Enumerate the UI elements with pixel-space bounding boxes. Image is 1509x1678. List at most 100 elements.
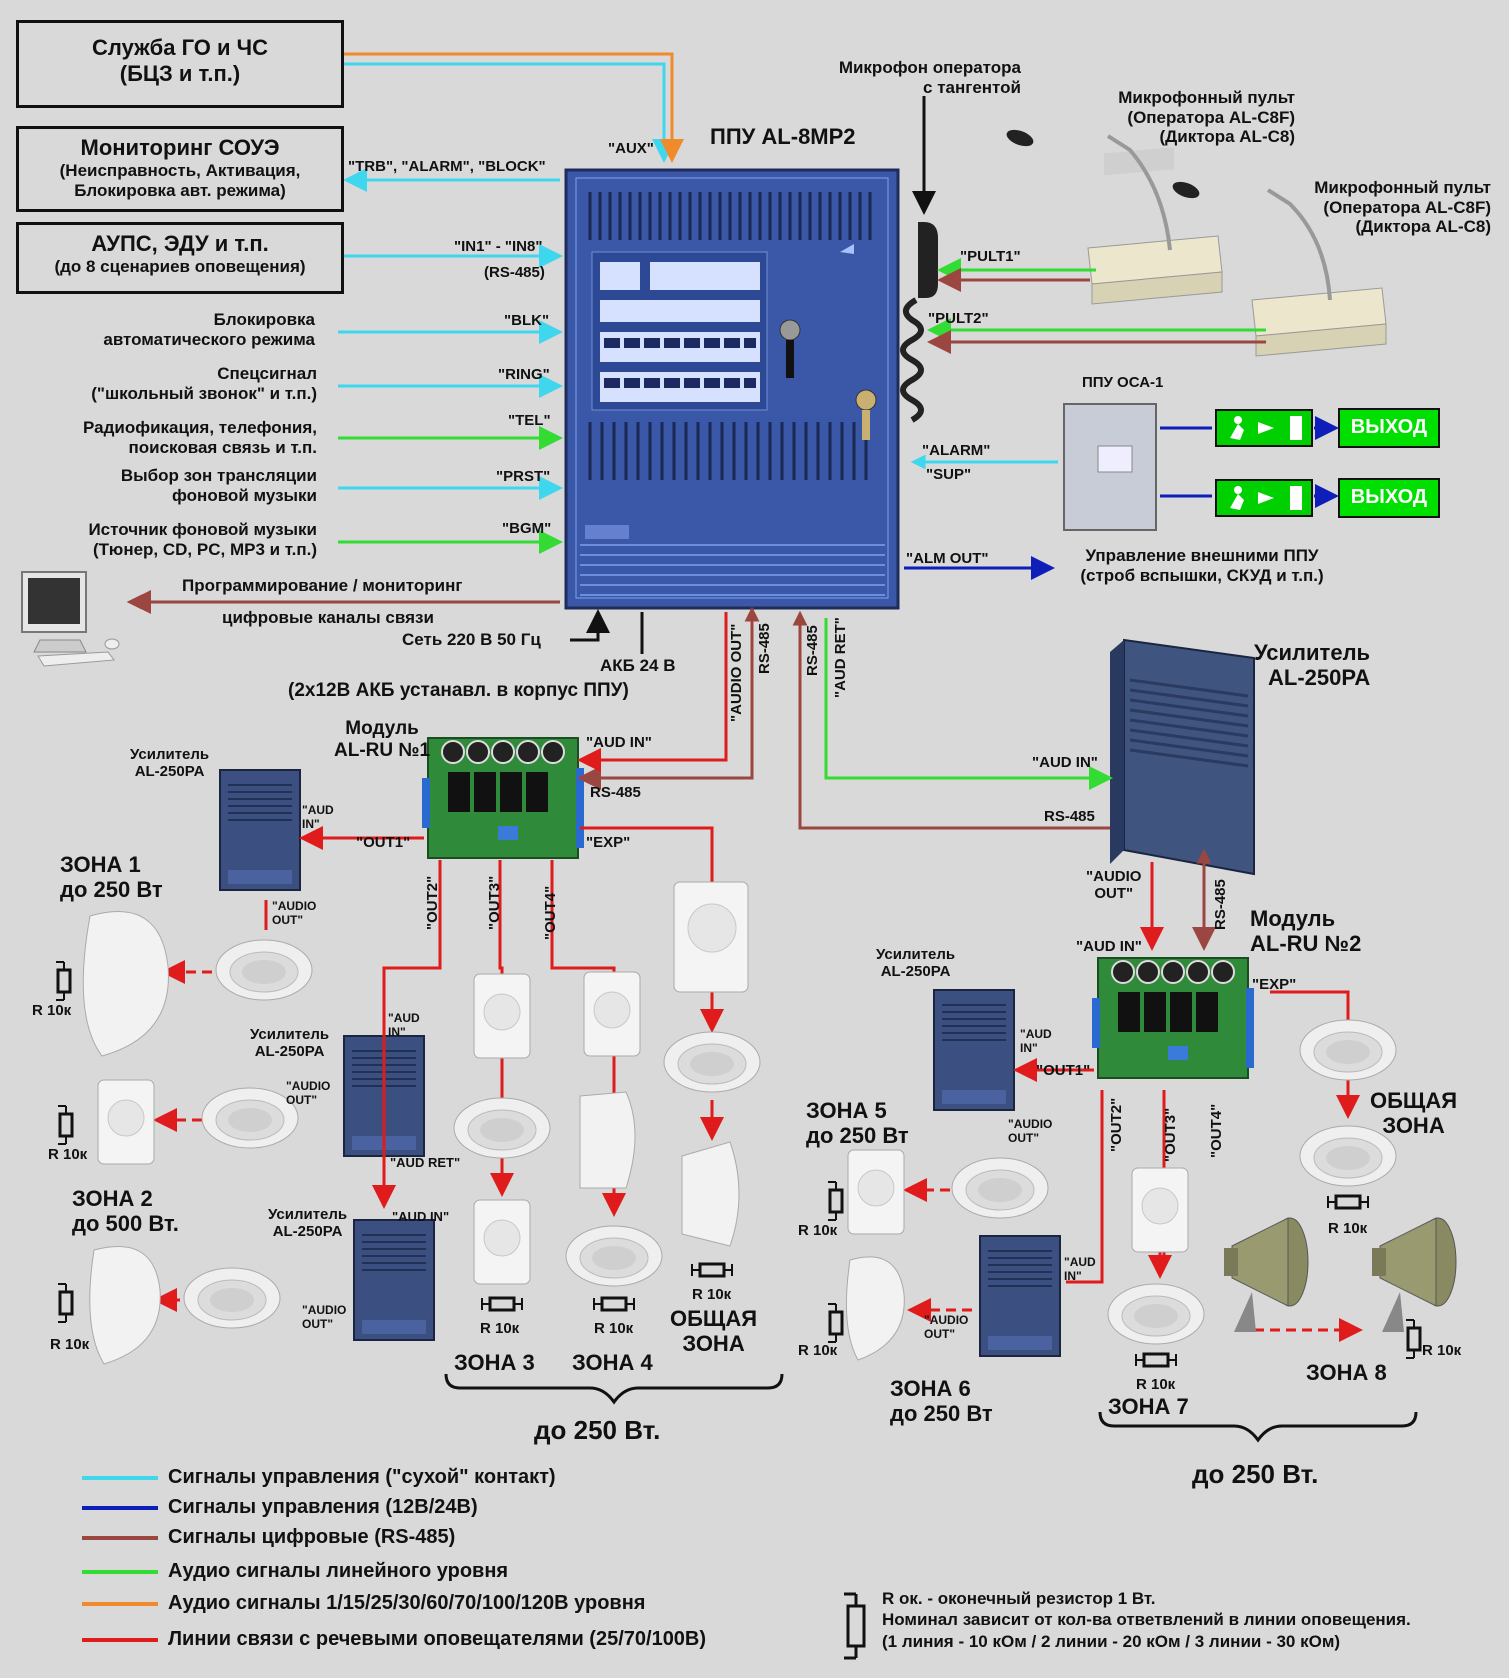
ext-control-label: Управление внешними ППУ(строб вспышки, С…: [1080, 546, 1324, 585]
r10k-9: R 10к: [1136, 1376, 1176, 1393]
input-ring-desc: Спецсигнал("школьный звонок" и т.п.): [91, 364, 317, 403]
legend-swatch: [82, 1570, 158, 1574]
amp-zone1: [219, 769, 301, 891]
box-monitoring: Мониторинг СОУЭ (Неисправность, Активаци…: [16, 126, 344, 212]
zone7-label: ЗОНА 7: [1108, 1394, 1189, 1419]
r10k-6: R 10к: [692, 1286, 732, 1303]
signal-aux: "AUX": [608, 140, 654, 157]
signal-out3-m2: "OUT3": [1162, 1107, 1179, 1162]
amp-zone6: [979, 1235, 1061, 1357]
r10k-1: R 10к: [32, 1002, 72, 1019]
battery-note: (2х12В АКБ устанавл. в корпус ППУ): [288, 680, 629, 701]
box-go-chs-title: Служба ГО и ЧС: [92, 35, 268, 60]
signal-rs485-paren: (RS-485): [484, 264, 545, 281]
signal-rs485-vert-2: RS-485: [804, 625, 821, 676]
r10k-10: R 10к: [1328, 1220, 1368, 1237]
speaker-group-left: [82, 911, 313, 1365]
input-tel-desc: Радиофикация, телефония,поисковая связь …: [83, 418, 317, 457]
speaker-group-mid: [453, 881, 761, 1287]
module-al-ru-2: [1091, 957, 1255, 1079]
signal-pult1: "PULT1": [960, 248, 1021, 265]
box-aups: АУПС, ЭДУ и т.п. (до 8 сценариев оповеще…: [16, 222, 344, 294]
signal-rs485-m1: RS-485: [590, 784, 641, 801]
box-go-chs-subtitle: (БЦЗ и т.п.): [119, 61, 241, 86]
box-monitoring-line2: (Неисправность, Активация,: [59, 161, 301, 180]
input-bgm-desc: Источник фоновой музыки(Тюнер, CD, PC, M…: [88, 520, 317, 559]
signal-aud-ret-amp2a: "AUD RET": [390, 1155, 461, 1170]
big-amplifier-right: [1110, 638, 1255, 876]
signal-aud-ret-vert: "AUD RET": [832, 617, 849, 698]
box-monitoring-line3: Блокировка авт. режима): [74, 181, 286, 200]
mic-console-1: [1006, 129, 1223, 305]
r10k-8: R 10к: [798, 1342, 838, 1359]
resistor-legend-symbol: [844, 1592, 866, 1660]
legend-swatch: [82, 1506, 158, 1510]
exit-sign-2: ВЫХОД: [1338, 478, 1440, 518]
signal-pult2: "PULT2": [928, 310, 989, 327]
signal-prst: "PRST": [496, 468, 551, 485]
signal-blk: "BLK": [504, 312, 550, 329]
module-al-ru-1: [421, 737, 585, 859]
mic-console-2: [1172, 181, 1387, 357]
computer-icon: [21, 571, 120, 667]
exit-sign-1: ВЫХОД: [1338, 408, 1440, 448]
box-go-chs: Служба ГО и ЧС (БЦЗ и т.п.): [16, 20, 344, 108]
main-unit-cabinet: [564, 168, 900, 610]
r10k-7: R 10к: [798, 1222, 838, 1239]
r10k-3: R 10к: [50, 1336, 90, 1353]
signal-aud-in-amp2b: "AUD IN": [392, 1209, 450, 1224]
signal-bgm: "BGM": [502, 520, 552, 537]
signal-out2-m2: "OUT2": [1108, 1097, 1125, 1152]
signal-exp-m1: "EXP": [586, 834, 631, 851]
signal-audio-out-vert: "AUDIO OUT": [728, 623, 745, 722]
resistor-note: R ок. - оконечный резистор 1 Вт. Номинал…: [882, 1589, 1411, 1651]
mains-label: Сеть 220 В 50 Гц: [402, 630, 541, 649]
r10k-5: R 10к: [594, 1320, 634, 1337]
legend-swatch: [82, 1536, 158, 1540]
group1-power: до 250 Вт.: [534, 1415, 661, 1445]
signal-out4-m1: "OUT4": [542, 885, 559, 940]
oca1-panel: [1063, 403, 1157, 531]
digital-channels-label: цифровые каналы связи: [222, 608, 434, 627]
signal-alm-out: "ALM OUT": [906, 550, 989, 567]
signal-aud-in-m2: "AUD IN": [1076, 938, 1142, 955]
signal-rs485-big: RS-485: [1044, 808, 1095, 825]
signal-out3-m1: "OUT3": [486, 875, 503, 930]
signal-in18: "IN1" - "IN8": [454, 238, 543, 255]
signal-ring: "RING": [498, 366, 550, 383]
signal-rs485-vert-3: RS-485: [1212, 879, 1229, 930]
programming-label: Программирование / мониторинг: [182, 576, 463, 595]
signal-aud-in-big: "AUD IN": [1032, 754, 1098, 771]
r10k-2: R 10к: [48, 1146, 88, 1163]
amp-zone2b: [353, 1219, 435, 1341]
legend-swatch: [82, 1476, 158, 1480]
mic-console-2-label: Микрофонный пульт(Оператора AL-C8F)(Дикт…: [1314, 178, 1491, 237]
box-monitoring-title: Мониторинг СОУЭ: [80, 135, 280, 160]
signal-tel: "TEL": [508, 412, 551, 429]
oca-title: ППУ ОСА-1: [1082, 374, 1164, 391]
